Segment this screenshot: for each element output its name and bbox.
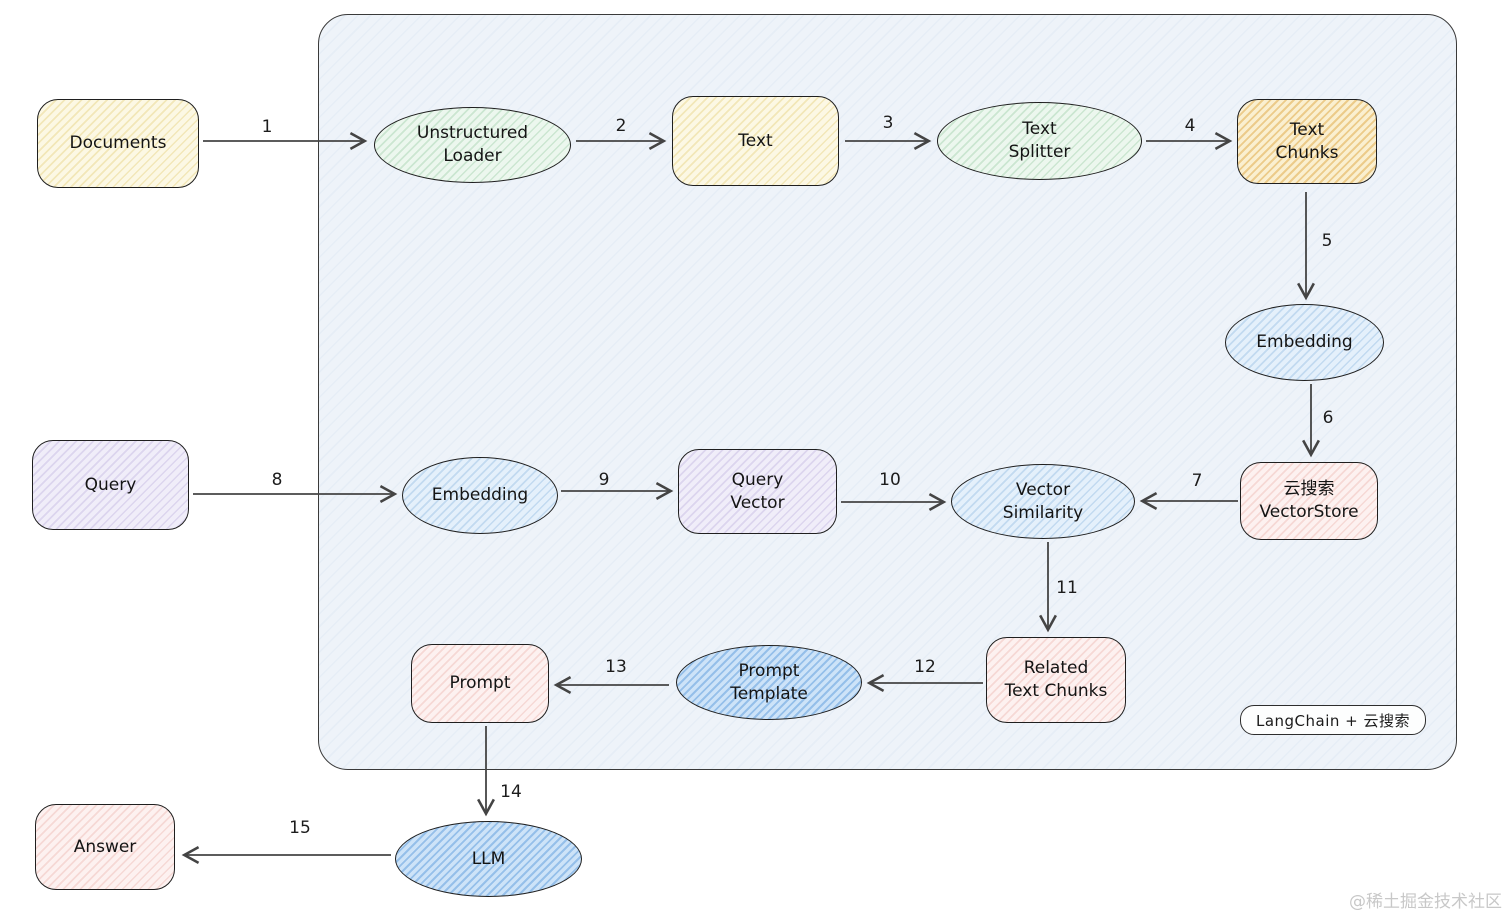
node-llm-label: LLM (471, 848, 506, 869)
node-vector-similarity: Vector Similarity (951, 464, 1135, 539)
frame-badge: LangChain + 云搜索 (1240, 705, 1426, 735)
watermark: @稀土掘金技术社区 (1349, 892, 1502, 912)
node-unstructured-loader: Unstructured Loader (374, 107, 571, 183)
edge-label-6: 6 (1322, 408, 1334, 428)
node-related-text-chunks: Related Text Chunks (986, 637, 1126, 723)
node-llm: LLM (395, 821, 582, 897)
node-text-chunks-label: Text Chunks (1275, 119, 1339, 163)
edge-label-11: 11 (1056, 578, 1078, 598)
edge-label-3: 3 (882, 113, 894, 133)
edge-label-4: 4 (1184, 116, 1196, 136)
node-query-vector: Query Vector (678, 449, 837, 534)
node-prompt-template-label: Prompt Template (730, 660, 808, 704)
edge-label-13: 13 (605, 657, 627, 677)
node-documents: Documents (37, 99, 199, 188)
node-text: Text (672, 96, 839, 186)
node-unstructured-loader-label: Unstructured Loader (416, 123, 529, 166)
node-embedding-index-label: Embedding (1256, 332, 1353, 353)
node-prompt-template: Prompt Template (676, 645, 862, 720)
edge-label-12: 12 (914, 657, 936, 677)
edge-label-9: 9 (598, 470, 610, 490)
edge-label-10: 10 (879, 470, 901, 490)
node-query: Query (32, 440, 189, 530)
edge-label-2: 2 (615, 116, 627, 136)
edge-label-8: 8 (271, 470, 283, 490)
node-embedding-query-label: Embedding (431, 485, 529, 506)
edge-label-7: 7 (1191, 471, 1203, 491)
node-text-splitter-label: Text Splitter (1008, 119, 1071, 162)
edge-label-15: 15 (289, 818, 311, 838)
node-vectorstore-label: 云搜索 VectorStore (1259, 479, 1359, 522)
node-prompt: Prompt (411, 644, 549, 723)
edge-label-1: 1 (261, 117, 273, 137)
edge-label-14: 14 (500, 782, 522, 802)
node-prompt-label: Prompt (449, 673, 511, 694)
node-documents-label: Documents (69, 133, 167, 154)
frame-badge-label: LangChain + 云搜索 (1255, 711, 1411, 730)
node-vector-similarity-label: Vector Similarity (1002, 479, 1084, 523)
node-text-splitter: Text Splitter (937, 102, 1142, 180)
node-embedding-query: Embedding (402, 457, 558, 534)
node-vectorstore: 云搜索 VectorStore (1240, 462, 1378, 540)
node-related-text-chunks-label: Related Text Chunks (1004, 658, 1108, 701)
node-query-vector-label: Query Vector (730, 469, 785, 513)
node-text-chunks: Text Chunks (1237, 99, 1377, 184)
edge-label-5: 5 (1321, 231, 1333, 251)
node-query-label: Query (84, 474, 137, 495)
node-embedding-index: Embedding (1225, 304, 1384, 381)
node-answer: Answer (35, 804, 175, 890)
node-text-label: Text (738, 130, 773, 151)
node-answer-label: Answer (73, 836, 137, 857)
